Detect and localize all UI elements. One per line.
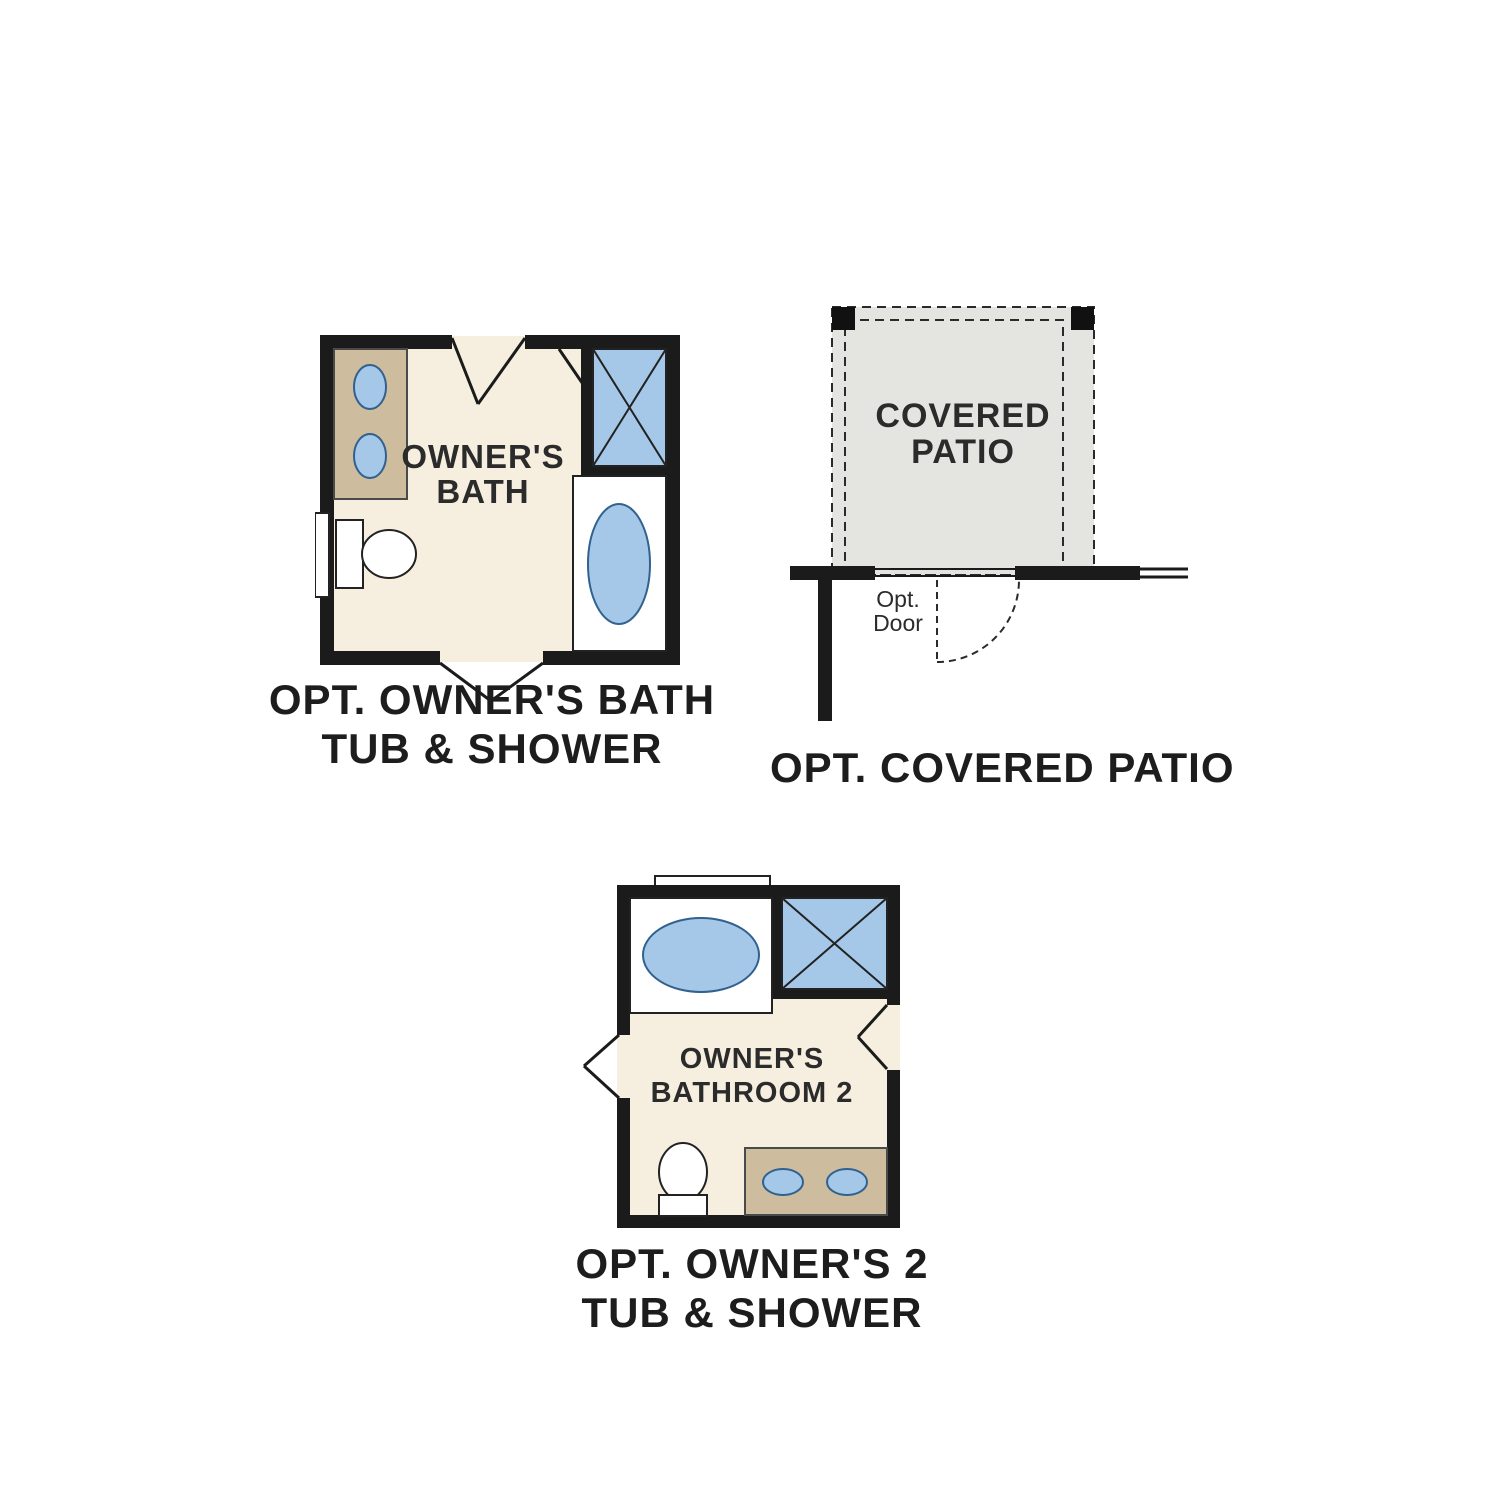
bath2-wall-top (617, 885, 900, 898)
bath2-shower-x2 (781, 897, 888, 990)
bath1-door-swing-bottom (439, 661, 544, 703)
owners-bath-caption-line1: OPT. OWNER'S BATH (268, 676, 716, 723)
bath2-wall-bottom (617, 1215, 900, 1228)
bath2-entry-line1 (583, 1033, 620, 1068)
patio-opt-door-swing (936, 579, 1020, 663)
bath1-entry-notch-top (450, 336, 527, 405)
bath1-wall-bottom-left (320, 651, 440, 665)
bath2-door-right (856, 1003, 889, 1071)
bath1-toilet-tank (335, 519, 364, 589)
bath1-toilet-bowl (361, 529, 417, 579)
bath1-shower-wall-bottom (581, 466, 680, 476)
patio-door-label-line1: Opt. (876, 586, 919, 612)
bath1-shower-x2 (592, 348, 667, 467)
bath1-sink-bottom (353, 433, 387, 479)
owners-bath-drawing: OWNER'S BATH (314, 335, 680, 703)
bath1-walls (320, 335, 680, 665)
bath1-room-label-line2: BATH (436, 473, 529, 510)
bath1-tub (572, 475, 667, 652)
bath1-wall-top-left (320, 335, 452, 349)
patio-post-left (832, 307, 855, 330)
patio-roof-outline (831, 306, 1095, 576)
owners-bathroom2-caption: OPT. OWNER'S 2 TUB & SHOWER (502, 1240, 1002, 1337)
covered-patio-caption-line1: OPT. COVERED PATIO (770, 744, 1235, 791)
patio-post-right (1071, 307, 1094, 330)
bath2-door-leaf1 (856, 1003, 889, 1039)
patio-room-label-line1: COVERED (875, 397, 1050, 435)
owners-bathroom2-caption-line2: TUB & SHOWER (581, 1288, 923, 1336)
bath1-entry-notch-fill (452, 336, 525, 404)
covered-patio-drawing: Opt. Door COVERED PATIO (790, 306, 1188, 721)
bath2-wall-left-lower (617, 1098, 630, 1228)
bath2-shower-wall-left (772, 885, 782, 997)
patio-walls (790, 566, 1140, 721)
bath1-toilet (314, 512, 417, 598)
bath2-tub (629, 897, 773, 1014)
bath1-sink-top (353, 364, 387, 410)
patio-door-arc (936, 579, 1020, 663)
bath2-room-label-line1: OWNER'S (680, 1043, 824, 1075)
bath2-shower-wall-bottom (772, 989, 900, 999)
bath2-door-leaf2 (856, 1035, 889, 1071)
bath2-toilet (658, 1142, 708, 1217)
owners-bath-caption-line2: TUB & SHOWER (321, 724, 663, 772)
bath1-vanity (333, 348, 408, 500)
bath1-tub-basin (587, 503, 651, 625)
owners-bathroom2-caption-line1: OPT. OWNER'S 2 (575, 1240, 929, 1287)
patio-roof-inner-line (844, 319, 1064, 576)
bath1-wall-bottom-right (543, 651, 680, 665)
bath1-wall-right (666, 335, 680, 665)
bath2-sink-left (762, 1168, 804, 1196)
covered-patio-floorplan: Opt. Door COVERED PATIO (780, 295, 1200, 725)
patio-wall-bottom-right (1015, 566, 1140, 580)
bath2-wall-right-lower (887, 1070, 900, 1228)
bath1-door-leaf-right (490, 661, 544, 703)
bath2-shower (781, 897, 888, 990)
bath2-wall-right-upper (887, 885, 900, 1005)
patio-slab (831, 306, 1095, 576)
patio-room-label-line2: PATIO (911, 433, 1015, 471)
bath2-toilet-bowl (658, 1142, 708, 1202)
patio-wall-bottom-left (790, 566, 875, 580)
owners-bathroom2-drawing: OWNER'S BATHROOM 2 (582, 875, 900, 1228)
bath1-entry-notch-line2 (476, 337, 527, 405)
owners-bath-floorplan: OWNER'S BATH (314, 330, 690, 715)
bath2-wall-left-upper (617, 885, 630, 1035)
owners-bath-caption: OPT. OWNER'S BATH TUB & SHOWER (247, 676, 737, 773)
bath2-vanity (744, 1147, 888, 1216)
bath2-room-label-line2: BATHROOM 2 (651, 1077, 854, 1109)
bath1-room-label-line1: OWNER'S (401, 438, 564, 475)
bath1-door-leaf-left (439, 661, 492, 703)
bath1-shower-door-leaf (557, 348, 589, 391)
bath1-shower-wall-left (581, 335, 593, 476)
bath1-wall-top-right (525, 335, 680, 349)
bath1-wall-left (320, 335, 334, 665)
bath1-shower (592, 348, 667, 467)
bath2-tub-basin (642, 917, 760, 993)
patio-door-label-line2: Door (873, 610, 923, 636)
patio-wall-vertical (818, 566, 832, 721)
bath2-walls (617, 885, 900, 1228)
bath1-toilet-niche (314, 512, 330, 598)
bath2-entry-notch-left (582, 1033, 621, 1100)
covered-patio-caption: OPT. COVERED PATIO (770, 744, 1235, 793)
bath2-sink-right (826, 1168, 868, 1196)
owners-bathroom2-floorplan: OWNER'S BATHROOM 2 (560, 865, 960, 1250)
patio-wall-thin-lines (875, 567, 1188, 579)
bath2-toilet-tank (658, 1194, 708, 1217)
bath1-entry-notch-line1 (450, 337, 480, 405)
bath2-entry-line2 (582, 1064, 621, 1100)
